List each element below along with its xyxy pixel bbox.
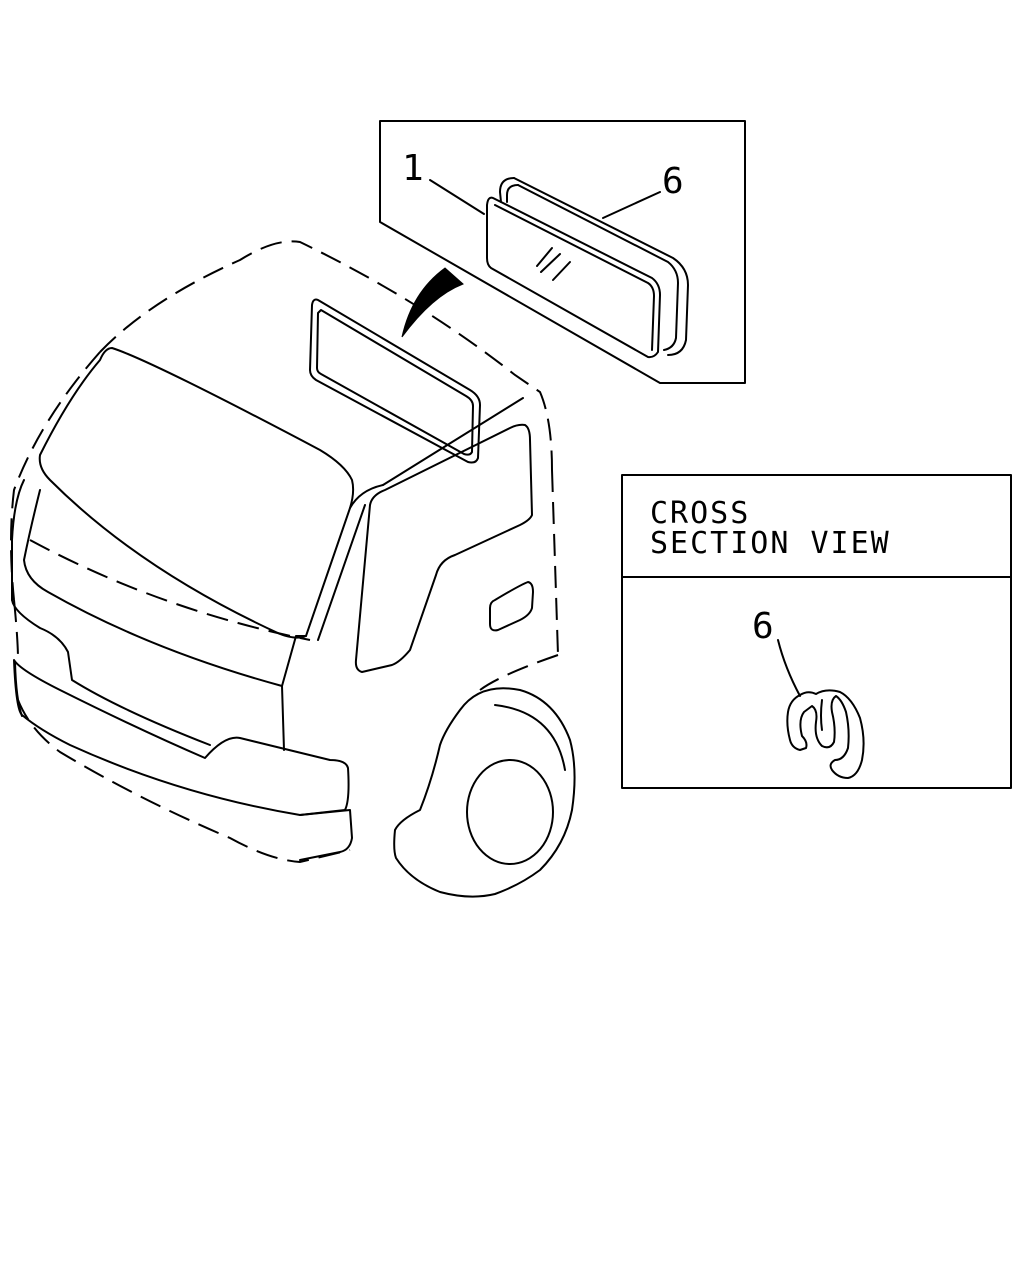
leader-1 (429, 179, 485, 215)
cross-section-title-2: SECTION VIEW (650, 526, 891, 561)
callout-section-6: 6 (752, 606, 774, 647)
cross-section-box (621, 474, 1012, 789)
rear-window-on-cab (309, 267, 481, 464)
exploded-window-view (379, 120, 746, 384)
leader-section-6 (777, 639, 801, 697)
truck-cab (10, 240, 576, 898)
cross-section-title-1: CROSS (650, 496, 750, 531)
callout-1: 1 (402, 148, 424, 189)
seal-outer (513, 177, 689, 356)
callout-6: 6 (662, 161, 684, 202)
seal-profile (786, 689, 865, 779)
leader-6 (602, 191, 661, 219)
